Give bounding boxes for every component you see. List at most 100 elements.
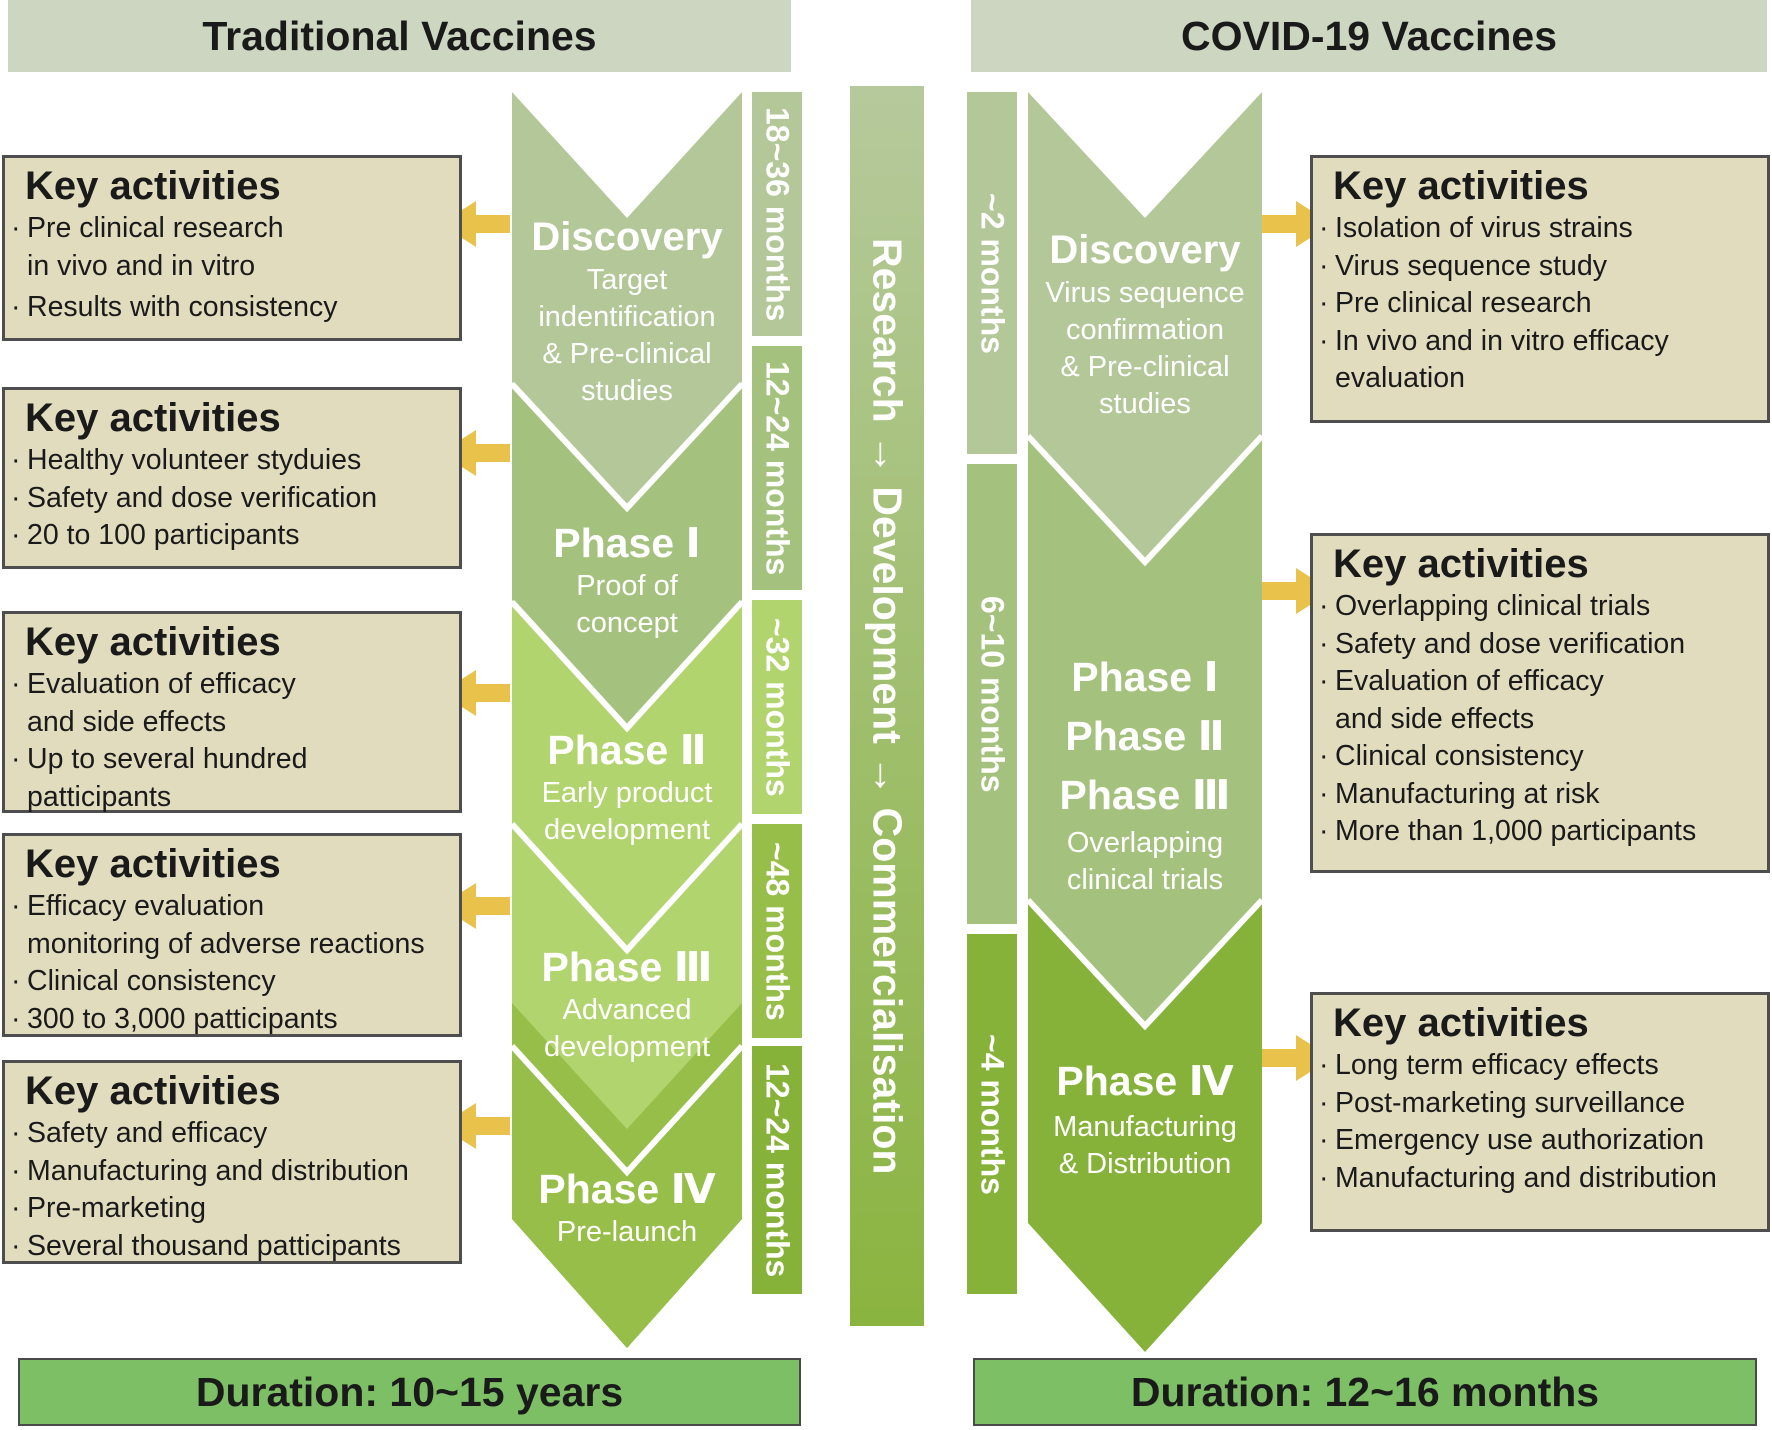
right-key-box-2: Key activities ·Overlapping clinical tri… [1310,533,1770,873]
left-stage-1-sub-4: studies [581,375,673,407]
right-months-1: ~2 months [967,92,1017,454]
right-stage-3-head: Phase Ⅳ [1056,1058,1234,1104]
left-header: Traditional Vaccines [8,0,791,72]
right-key-box-3: Key activities ·Long term efficacy effec… [1310,992,1770,1232]
left-key-box-3: Key activities ·Evaluation of efficacy a… [2,611,462,813]
key-activity-item: ·Evaluation of efficacy and side effects [11,668,296,738]
right-header: COVID-19 Vaccines [971,0,1767,72]
right-stage-1-sub-4: studies [1099,388,1191,420]
left-stage-4-text: Phase Ⅲ Advanced development [512,942,742,1066]
key-activity-item: ·Pre-marketing [11,1192,206,1224]
left-stage-3-text: Phase Ⅱ Early product development [512,725,742,849]
key-activities-title: Key activities [25,842,281,886]
key-activity-item: ·Overlapping clinical trials [1319,590,1651,622]
key-activity-item: ·Results with consistency [11,291,338,323]
left-months-2: 12~24 months [752,346,802,590]
left-stage-3-shape [512,602,742,1129]
left-stage-4-head: Phase Ⅲ [541,944,713,990]
right-stage-2-sub-1: Overlapping [1066,827,1224,859]
key-activity-item: ·Clinical consistency [11,965,276,997]
key-activity-item: ·Several thousand patticipants [11,1229,401,1262]
key-activity-item: ·Emergency use authorization [1319,1124,1705,1156]
left-stage-4-sub-1: Advanced [562,994,692,1026]
key-activities-title: Key activities [1333,164,1589,208]
left-stage-2-sub-1: Proof of [576,570,678,602]
key-activities-title: Key activities [25,164,281,208]
right-stage-2-sub-2: clinical trials [1066,864,1224,896]
left-months-5: 12~24 months [752,1046,802,1294]
left-stage-3-head: Phase Ⅱ [547,727,707,773]
left-key-box-2: Key activities ·Healthy volunteer stydui… [2,387,462,569]
left-stage-3-sub-2: development [543,814,711,846]
right-stage-1-shape [1028,92,1262,562]
key-activity-item: ·Safety and dose verification [1319,627,1686,660]
right-months-3: ~4 months [967,934,1017,1294]
left-stage-4-sub-2: development [543,1031,711,1063]
right-stage-1-text: Discovery Virus sequence confirmation & … [1030,225,1260,423]
key-activity-item: ·Long term efficacy effects [1319,1049,1659,1081]
right-stage-2-head-2: Phase Ⅱ [1065,713,1225,759]
key-activity-item: ·Evaluation of efficacy and side effects [1319,665,1604,735]
right-stage-1-sub-1: Virus sequence [1045,277,1245,309]
key-activity-item: ·Pre clinical research in vivo and in vi… [11,212,284,282]
key-activity-item: ·Manufacturing and distribution [1319,1161,1717,1194]
right-stage-1-sub-3: & Pre-clinical [1060,351,1230,383]
key-activity-item: ·Safety and dose verification [11,481,378,514]
key-activities-title: Key activities [25,620,281,664]
left-stage-1-head: Discovery [531,215,723,259]
key-activity-item: ·300 to 3,000 patticipants [11,1002,338,1035]
left-months-1: 18~36 months [752,92,802,336]
right-stage-3-shape [1028,900,1262,1352]
right-stage-2-text: Phase Ⅰ Phase Ⅱ Phase Ⅲ Overlapping clin… [1030,648,1260,899]
left-stage-5-sub-1: Pre-launch [556,1216,698,1248]
key-activity-item: ·Manufacturing and distribution [11,1154,409,1187]
left-months-3: ~32 months [752,600,802,814]
right-stage-2-head-1: Phase Ⅰ [1071,654,1219,700]
key-activity-item: ·Up to several hundred patticipants [11,743,308,813]
left-stage-5-text: Phase Ⅳ Pre-launch [512,1164,742,1251]
key-activities-title: Key activities [25,1069,281,1113]
left-stage-2-sub-2: concept [576,607,678,639]
key-activity-item: ·Virus sequence study [1319,249,1607,282]
research-development-commercialisation-bar: Research → Development → Commercialisati… [850,86,924,1326]
key-activity-item: ·More than 1,000 participants [1319,815,1697,847]
left-stage-1-sub-3: & Pre-clinical [542,338,712,370]
key-activities-title: Key activities [1333,1001,1589,1045]
left-stage-5-head: Phase Ⅳ [538,1166,716,1212]
left-key-box-1: Key activities ·Pre clinical research in… [2,155,462,341]
left-key-box-4: Key activities ·Efficacy evaluation moni… [2,833,462,1037]
left-stage-3-sub-1: Early product [541,777,713,809]
right-stage-1-head: Discovery [1049,228,1241,272]
right-key-box-1: Key activities ·Isolation of virus strai… [1310,155,1770,423]
key-activity-item: ·Pre clinical research [1319,287,1592,319]
right-stage-3-text: Phase Ⅳ Manufacturing & Distribution [1030,1053,1260,1183]
right-duration: Duration: 12~16 months [973,1358,1757,1426]
left-stage-1-text: Discovery Target indentification & Pre-c… [512,212,742,410]
key-activity-item: ·In vivo and in vitro efficacy evaluatio… [1319,324,1669,395]
key-activity-item: ·Isolation of virus strains [1319,212,1633,244]
key-activity-item: ·Efficacy evaluation monitoring of adver… [11,890,425,960]
key-activity-item: ·20 to 100 participants [11,519,300,551]
right-stage-2-shape [1028,436,1262,1026]
left-key-box-5: Key activities ·Safety and efficacy ·Man… [2,1060,462,1264]
key-activity-item: ·Safety and efficacy [11,1117,268,1149]
left-stage-1-shape [512,92,742,506]
key-activity-item: ·Manufacturing at risk [1319,777,1600,810]
right-months-2: 6~10 months [967,464,1017,924]
right-stage-3-sub-2: & Distribution [1058,1148,1232,1180]
left-stage-2-head: Phase Ⅰ [553,520,701,566]
left-stage-2-shape [512,384,742,726]
left-duration: Duration: 10~15 years [18,1358,801,1426]
left-stage-1-sub-1: Target [586,264,668,296]
left-stage-1-sub-2: indentification [538,301,716,333]
left-stage-2-text: Phase Ⅰ Proof of concept [512,518,742,642]
key-activity-item: ·Healthy volunteer styduies [11,444,362,476]
right-stage-2-head-3: Phase Ⅲ [1059,772,1231,818]
key-activities-title: Key activities [1333,542,1589,586]
right-stage-3-sub-1: Manufacturing [1053,1111,1237,1143]
key-activities-title: Key activities [25,396,281,440]
key-activity-item: ·Clinical consistency [1319,740,1584,772]
key-activity-item: ·Post-marketing surveillance [1319,1086,1686,1119]
left-months-4: ~48 months [752,824,802,1038]
